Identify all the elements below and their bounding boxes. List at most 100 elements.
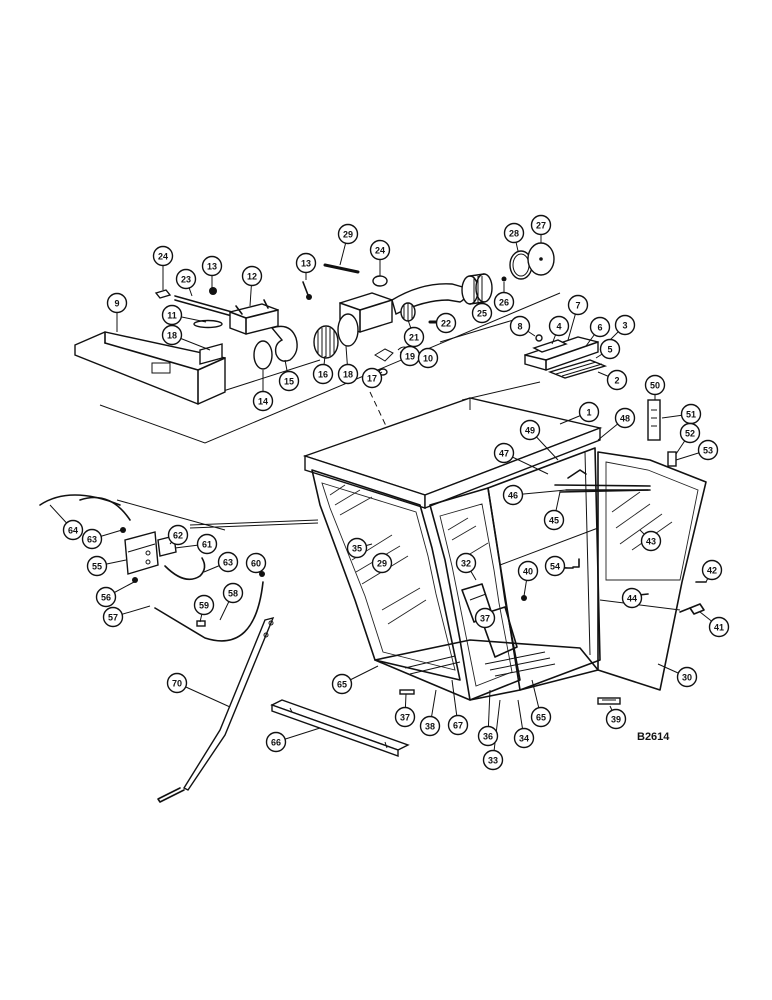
callout-number: 46 xyxy=(508,491,518,501)
callout-37: 37 xyxy=(394,706,416,728)
callout-circle xyxy=(614,314,636,336)
callout-number: 62 xyxy=(173,531,183,541)
callout-circle xyxy=(509,315,531,337)
callout-circle xyxy=(503,222,525,244)
callout-16: 16 xyxy=(312,363,334,385)
valve-box xyxy=(229,299,279,335)
callout-8: 8 xyxy=(509,315,531,337)
callout-circle xyxy=(544,555,566,577)
callout-circle xyxy=(403,326,425,348)
callout-circle xyxy=(447,714,469,736)
callout-number: 35 xyxy=(352,544,362,554)
clip-part xyxy=(154,289,172,299)
callout-60: 60 xyxy=(245,552,267,574)
callout-number: 37 xyxy=(480,614,490,624)
callout-circle xyxy=(167,524,189,546)
callout-45: 45 xyxy=(543,509,565,531)
callout-circle xyxy=(102,606,124,628)
callout-number: 61 xyxy=(202,540,212,550)
callout-59: 59 xyxy=(193,594,215,616)
callout-circle xyxy=(676,666,698,688)
callout-51: 51 xyxy=(680,403,702,425)
callout-7: 7 xyxy=(567,294,589,316)
callout-number: 17 xyxy=(367,374,377,384)
callout-36: 36 xyxy=(477,725,499,747)
callout-61: 61 xyxy=(196,533,218,555)
callout-number: 29 xyxy=(343,230,353,240)
callout-number: 42 xyxy=(707,566,717,576)
floor-mat-hatching xyxy=(404,651,556,677)
callout-circle xyxy=(548,315,570,337)
right-door xyxy=(597,451,707,691)
callout-47: 47 xyxy=(493,442,515,464)
callout-25: 25 xyxy=(471,302,493,324)
callout-24: 24 xyxy=(152,245,174,267)
gasket-ring xyxy=(253,340,273,370)
callout-number: 65 xyxy=(536,713,546,723)
callout-number: 5 xyxy=(607,345,612,355)
callout-number: 24 xyxy=(158,252,168,262)
callout-44: 44 xyxy=(621,587,643,609)
duct-elbow xyxy=(270,325,298,362)
callout-circle xyxy=(295,252,317,274)
callout-number: 60 xyxy=(251,559,261,569)
callout-number: 14 xyxy=(258,397,268,407)
callout-6: 6 xyxy=(589,316,611,338)
drawing-number: B2614 xyxy=(637,731,670,743)
callout-66: 66 xyxy=(265,731,287,753)
defroster-group xyxy=(461,334,608,401)
callout-circle xyxy=(86,555,108,577)
callout-21: 21 xyxy=(403,326,425,348)
callout-circle xyxy=(166,672,188,694)
callout-number: 39 xyxy=(611,715,621,725)
callout-64: 64 xyxy=(62,519,84,541)
callout-circle xyxy=(152,245,174,267)
callout-circle xyxy=(455,552,477,574)
callout-13: 13 xyxy=(201,255,223,277)
callout-40: 40 xyxy=(517,560,539,582)
callout-circle xyxy=(644,374,666,396)
callout-circle xyxy=(245,552,267,574)
callout-43: 43 xyxy=(640,530,662,552)
blower-housing xyxy=(313,292,393,359)
callout-18: 18 xyxy=(337,363,359,385)
callout-circle xyxy=(196,533,218,555)
callout-63: 63 xyxy=(81,528,103,550)
callout-number: 33 xyxy=(488,756,498,766)
callout-number: 54 xyxy=(550,562,560,572)
callout-2: 2 xyxy=(606,369,628,391)
callout-number: 66 xyxy=(271,738,281,748)
blower-wheel xyxy=(461,273,493,305)
callout-35: 35 xyxy=(346,537,368,559)
callout-19: 19 xyxy=(399,345,421,367)
callout-circle xyxy=(471,302,493,324)
callout-number: 56 xyxy=(101,593,111,603)
callout-number: 8 xyxy=(517,322,522,332)
callout-70: 70 xyxy=(166,672,188,694)
callout-circle xyxy=(606,369,628,391)
callout-circle xyxy=(589,316,611,338)
callout-circle xyxy=(493,442,515,464)
callout-13: 13 xyxy=(295,252,317,274)
callout-12: 12 xyxy=(241,265,263,287)
callout-17: 17 xyxy=(361,367,383,389)
callout-number: 63 xyxy=(87,535,97,545)
callout-number: 45 xyxy=(549,516,559,526)
callout-48: 48 xyxy=(614,407,636,429)
callout-circle xyxy=(81,528,103,550)
callout-62: 62 xyxy=(167,524,189,546)
callout-9: 9 xyxy=(106,292,128,314)
callout-5: 5 xyxy=(599,338,621,360)
callout-circle xyxy=(278,370,300,392)
callout-29: 29 xyxy=(337,223,359,245)
callout-number: 23 xyxy=(181,275,191,285)
callout-28: 28 xyxy=(503,222,525,244)
callout-number: 25 xyxy=(477,309,487,319)
callout-number: 3 xyxy=(622,321,627,331)
wiper-group xyxy=(39,494,319,642)
callout-number: 9 xyxy=(114,299,119,309)
callout-number: 63 xyxy=(223,558,233,568)
callout-number: 50 xyxy=(650,381,660,391)
callout-circle xyxy=(477,725,499,747)
heater-housing xyxy=(74,331,226,405)
